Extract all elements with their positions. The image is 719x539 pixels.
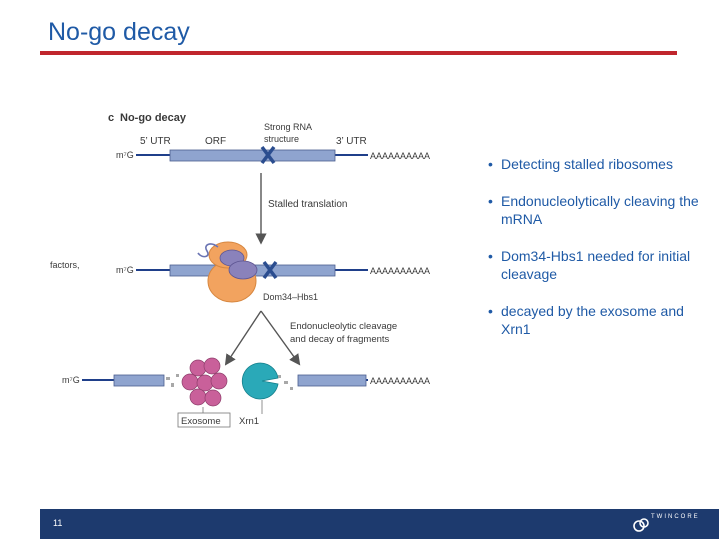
bullet-item: •Endonucleolytically cleaving the mRNA: [488, 193, 699, 227]
arrow-to-xrn1: [260, 310, 301, 366]
panel-letter: c: [108, 112, 114, 124]
endo-cleavage-label-line1: Endonucleolytic cleavage: [290, 321, 397, 332]
slide-title: No-go decay: [48, 18, 190, 46]
mrna-fragment-5prime: [113, 374, 165, 387]
page-number: 11: [53, 518, 63, 528]
mrna-fragment-3prime: [297, 374, 367, 387]
bullet-dot-icon: •: [488, 193, 493, 209]
dom34-hbs1-label: Dom34–Hbs1: [263, 292, 318, 302]
endo-cleavage-label-line2: and decay of fragments: [290, 334, 390, 345]
strong-rna-label-line2: structure: [264, 134, 299, 144]
strong-rna-label-line1: Strong RNA: [264, 122, 312, 132]
rna-structure-cross-icon-middle: [262, 260, 278, 280]
twincore-logo-icon: [633, 518, 649, 532]
bullet-item: •Dom34-Hbs1 needed for initial cleavage: [488, 248, 691, 282]
xrn1-label: Xrn1: [239, 416, 259, 427]
exosome-icon: [181, 357, 228, 407]
bullet-dot-icon: •: [488, 248, 493, 264]
dom34-hbs1-complex-icon: [219, 249, 258, 280]
utr3-label: 3’ UTR: [336, 136, 367, 147]
panel-title: No-go decay: [120, 112, 187, 124]
exosome-label-box: [177, 412, 231, 428]
bullet-item: •Detecting stalled ribosomes: [488, 156, 673, 172]
fragment-debris-left: [166, 374, 179, 387]
arrow-to-exosome: [224, 310, 262, 366]
bullet-item: •decayed by the exosome and Xrn1: [488, 303, 684, 337]
polya-middle: AAAAAAAAAA: [370, 266, 430, 276]
cap-bottom: m⁷G: [62, 375, 80, 385]
logo-text: TWINCORE: [651, 514, 700, 520]
mrna-orf-top: [169, 149, 336, 162]
polya-top: AAAAAAAAAA: [370, 151, 430, 161]
bullet-dot-icon: •: [488, 303, 493, 319]
factors-label: factors,: [50, 260, 80, 270]
twincore-logo: TWINCORE: [632, 512, 712, 536]
polya-bottom: AAAAAAAAAA: [370, 376, 430, 386]
footer-bar: 11 TWINCORE: [40, 509, 719, 539]
nascent-peptide-icon: [197, 243, 219, 258]
bullet-dot-icon: •: [488, 156, 493, 172]
exosome-label: Exosome: [181, 416, 221, 427]
fragment-debris-right: [278, 375, 293, 390]
rna-structure-cross-icon: [260, 145, 276, 165]
stalled-translation-label: Stalled translation: [268, 199, 348, 210]
no-go-decay-diagram: c No-go decay 5’ UTR ORF Strong RNA stru…: [50, 112, 430, 428]
bullet-list: •Detecting stalled ribosomes •Endonucleo…: [488, 155, 703, 357]
title-divider: [40, 51, 677, 55]
utr5-label: 5’ UTR: [140, 136, 171, 147]
xrn1-icon: [241, 362, 279, 400]
orf-label: ORF: [205, 136, 226, 147]
cap-middle: m⁷G: [116, 265, 134, 275]
cap-top: m⁷G: [116, 150, 134, 160]
